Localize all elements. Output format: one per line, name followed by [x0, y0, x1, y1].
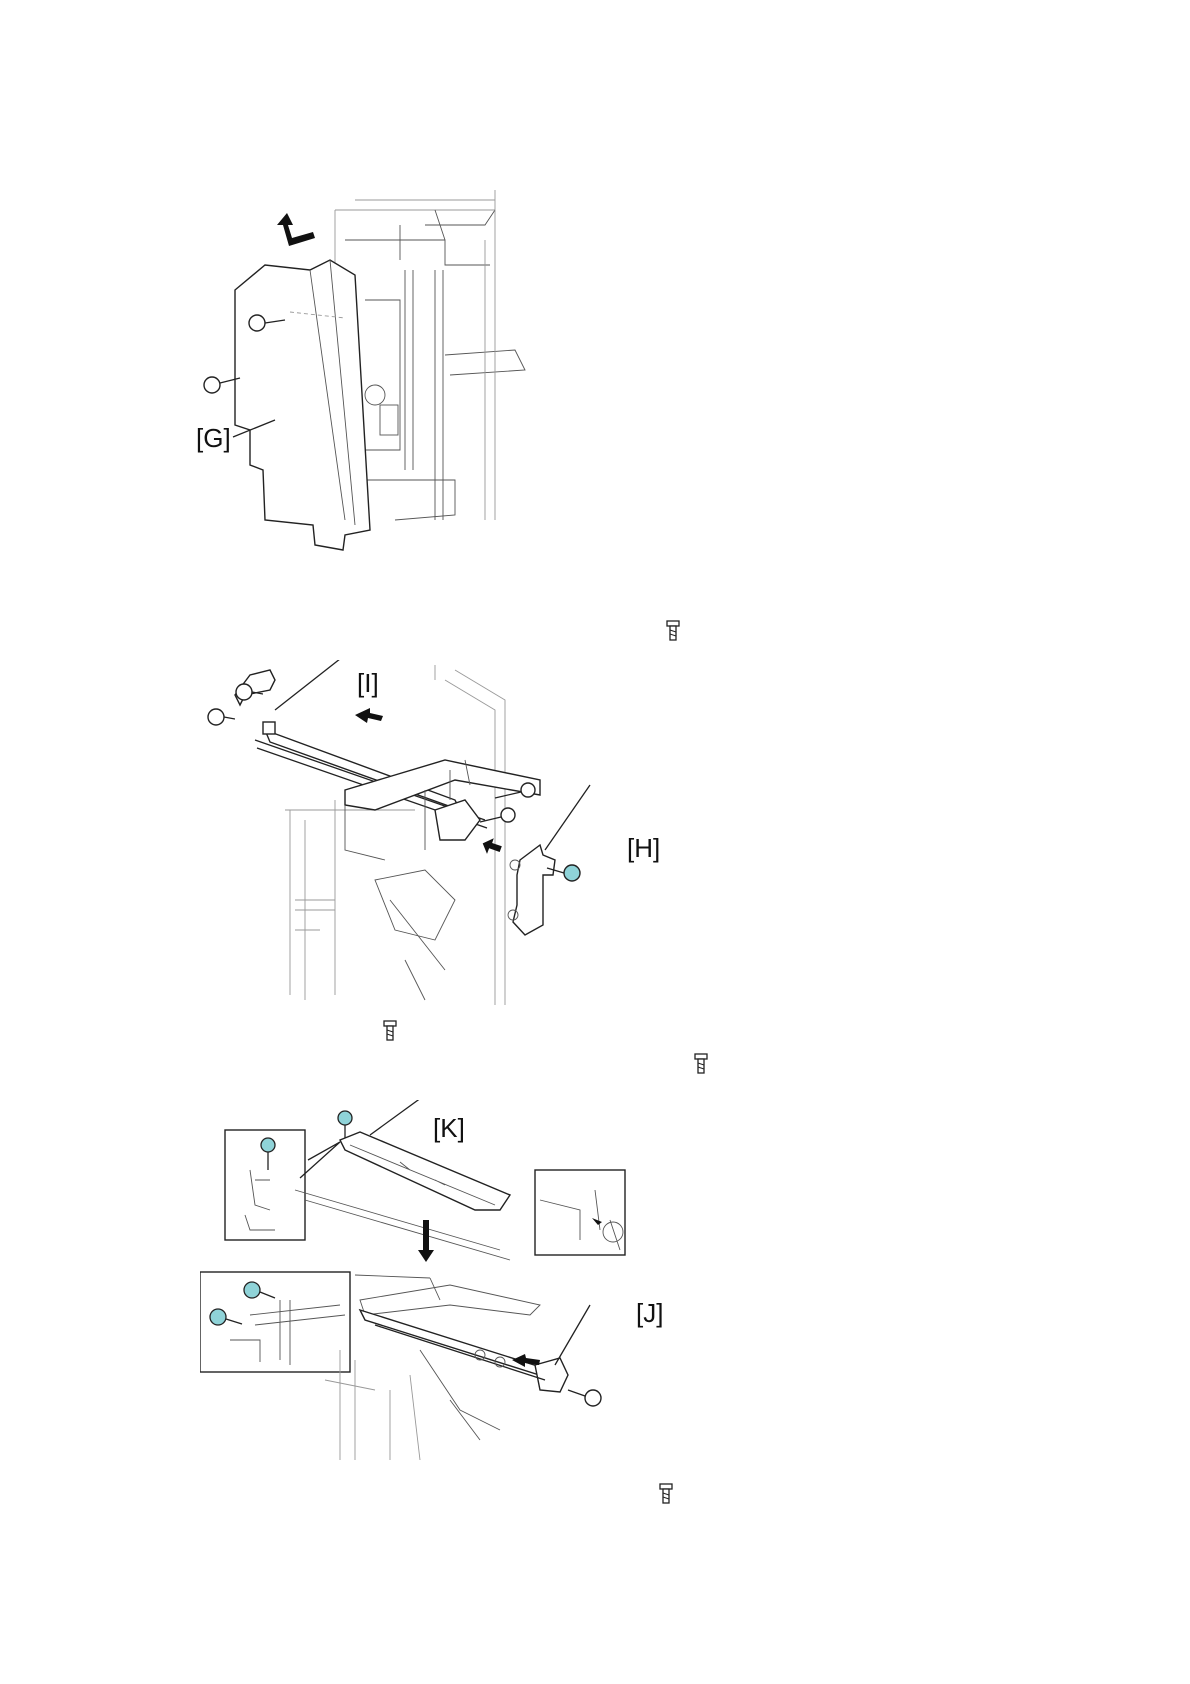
screw-icon: [665, 620, 681, 642]
figure-bracket-h-i: [195, 660, 655, 1005]
screw-icon: [205, 705, 235, 729]
screw-icon: [480, 808, 515, 822]
figure-rear-cover-drawing: [195, 180, 565, 600]
screw-icon: [382, 1020, 398, 1042]
callout-k: [K]: [433, 1115, 465, 1141]
callout-j: [J]: [636, 1300, 663, 1326]
screw-icon: [338, 1111, 352, 1138]
screw-icon: [693, 1053, 709, 1075]
figure-bracket-drawing: [195, 660, 655, 1005]
screw-icon: [233, 680, 263, 704]
screw-icon: [568, 1390, 601, 1406]
figure-guide-j-k: [200, 1100, 660, 1460]
callout-g: [G]: [196, 425, 231, 451]
callout-h: [H]: [627, 835, 660, 861]
figure-rear-cover-g: [195, 180, 565, 600]
callout-i: [I]: [357, 670, 379, 696]
figure-guide-drawing: [200, 1100, 660, 1460]
screw-icon: [658, 1483, 674, 1505]
